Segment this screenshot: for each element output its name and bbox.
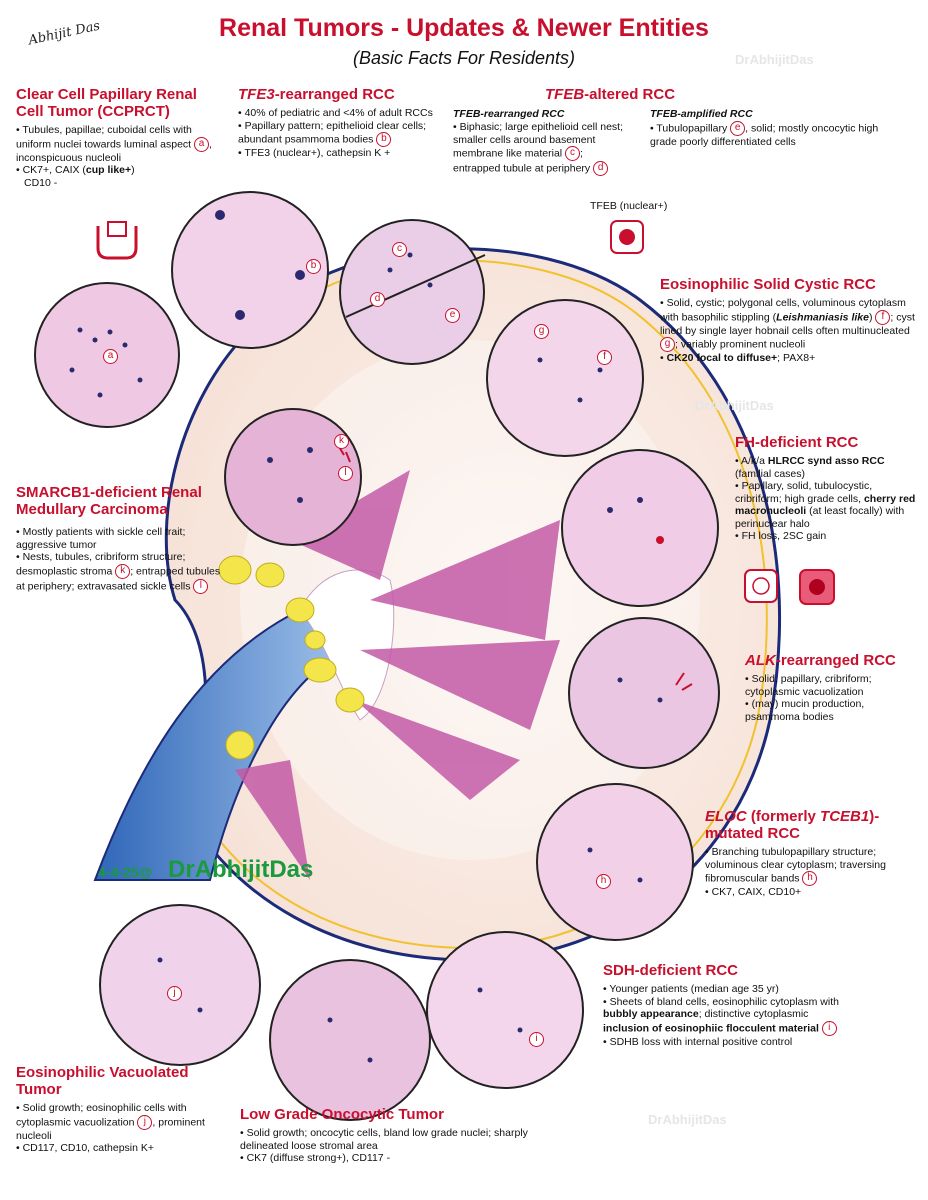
marker-f: f bbox=[597, 350, 612, 365]
lot-bullet: • Solid growth; oncocytic cells, bland l… bbox=[240, 1127, 528, 1152]
tfe3-section: TFE3-rearranged RCC • 40% of pediatric a… bbox=[238, 86, 443, 160]
marker-c: c bbox=[392, 242, 407, 257]
ccprct-title: Clear Cell Papillary Renal Cell Tumor (C… bbox=[16, 86, 197, 120]
fh-title: FH-deficient RCC bbox=[735, 434, 859, 451]
evt-bullet: • CD117, CD10, cathepsin K+ bbox=[16, 1142, 155, 1154]
eloc-title: ELOC (formerly TCEB1)-mutated RCC bbox=[705, 808, 880, 842]
marker-l: l bbox=[338, 466, 353, 481]
marker-h: h bbox=[596, 874, 611, 889]
lot-section: Low Grade Oncocytic Tumor • Solid growth… bbox=[240, 1106, 530, 1165]
marker-b: b bbox=[306, 259, 321, 274]
sdh-section: SDH-deficient RCC • Younger patients (me… bbox=[603, 962, 848, 1048]
tfe3-title: TFE3-rearranged RCC bbox=[238, 86, 395, 103]
eloc-section: ELOC (formerly TCEB1)-mutated RCC • Bran… bbox=[705, 808, 920, 899]
fh-bullet: • A/k/a HLRCC synd asso RCC (familial ca… bbox=[735, 455, 885, 480]
nuclei bbox=[69, 210, 664, 1063]
page-title: Renal Tumors - Updates & Newer Entities bbox=[219, 14, 709, 42]
evt-bullet: • Solid growth; eosinophilic cells with … bbox=[16, 1102, 205, 1142]
tfe3-bullet: • TFE3 (nuclear+), cathepsin K + bbox=[238, 147, 391, 159]
watermark: DrAbhijitDas bbox=[735, 52, 814, 67]
tfeb-rearranged-subtitle: TFEB-rearranged RCC bbox=[453, 108, 565, 120]
watermark: DrAbhijitDas bbox=[648, 1112, 727, 1127]
alk-bullet: • Solid, papillary, cribriform; cytoplas… bbox=[745, 673, 872, 698]
smarcb1-title: SMARCB1-deficient Renal Medullary Carcin… bbox=[16, 484, 202, 518]
ccprct-bullet: CD10 - bbox=[24, 176, 58, 189]
marker-a: a bbox=[103, 349, 118, 364]
marker-e: e bbox=[445, 308, 460, 323]
tfeb-title: TFEB-altered RCC bbox=[545, 86, 676, 103]
lot-bullet: • CK7 (diffuse strong+), CD117 - bbox=[240, 1152, 391, 1164]
marker-j: j bbox=[167, 986, 182, 1001]
fh-section: FH-deficient RCC • A/k/a HLRCC synd asso… bbox=[735, 434, 920, 543]
tfeb-amplified-subtitle: TFEB-amplified RCC bbox=[650, 108, 753, 120]
fh-bullet: • FH loss, 2SC gain bbox=[735, 530, 827, 542]
sdh-bullet: • Sheets of bland cells, eosinophilic cy… bbox=[603, 995, 839, 1036]
tfe3-bullet: • Papillary pattern; epithelioid clear c… bbox=[238, 119, 427, 147]
marker-g: g bbox=[534, 324, 549, 339]
eloc-bullet: • CK7, CAIX, CD10+ bbox=[705, 886, 802, 898]
escrcc-section: Eosinophilic Solid Cystic RCC • Solid, c… bbox=[660, 276, 922, 365]
tfeb-amplified-section: TFEB-amplified RCC • Tubulopapillary e, … bbox=[650, 108, 890, 149]
sdh-title: SDH-deficient RCC bbox=[603, 962, 739, 979]
tfeb-stain-label: TFEB (nuclear+) bbox=[590, 200, 668, 212]
smarcb1-section: SMARCB1-deficient Renal Medullary Carcin… bbox=[16, 484, 226, 594]
renal-pyramids bbox=[235, 470, 560, 880]
marker-i: i bbox=[529, 1032, 544, 1047]
fh-bullet: • Papillary, solid, tubulocystic, cribri… bbox=[735, 480, 916, 530]
smarcb1-bullet: • Mostly patients with sickle cell trait… bbox=[16, 526, 186, 551]
alk-title: ALK-rearranged RCC bbox=[745, 652, 896, 669]
escrcc-bullet: • CK20 focal to diffuse+; PAX8+ bbox=[660, 352, 816, 364]
sdh-bullet: • Younger patients (median age 35 yr) bbox=[603, 983, 779, 995]
marker-d: d bbox=[370, 292, 385, 307]
evt-section: Eosinophilic Vacuolated Tumor • Solid gr… bbox=[16, 1064, 236, 1155]
tfeb-rearranged-bullet: • Biphasic; large epithelioid cell nest;… bbox=[453, 121, 624, 176]
eloc-bullet: • Branching tubulopapillary structure; v… bbox=[705, 846, 886, 886]
ccprct-bullet: • CK7+, CAIX (cup like+) bbox=[16, 164, 135, 176]
kidney-capsule-inner bbox=[191, 259, 768, 950]
alk-bullet: • (may) mucin production, psammoma bodie… bbox=[745, 698, 865, 723]
date-stamp: 4-4-25@ bbox=[98, 864, 153, 880]
marker-k: k bbox=[334, 434, 349, 449]
alk-section: ALK-rearranged RCC • Solid, papillary, c… bbox=[745, 652, 920, 723]
lot-title: Low Grade Oncocytic Tumor bbox=[240, 1106, 444, 1123]
tfeb-amplified-bullet: • Tubulopapillary e, solid; mostly oncoc… bbox=[650, 121, 879, 148]
escrcc-title: Eosinophilic Solid Cystic RCC bbox=[660, 276, 876, 293]
escrcc-bullet: • Solid, cystic; polygonal cells, volumi… bbox=[660, 297, 915, 352]
ccprct-section: Clear Cell Papillary Renal Cell Tumor (C… bbox=[16, 86, 226, 189]
evt-title: Eosinophilic Vacuolated Tumor bbox=[16, 1064, 189, 1098]
stain-icons bbox=[96, 220, 835, 605]
author-handle: DrAbhijitDas bbox=[168, 856, 314, 883]
histology-circles bbox=[34, 191, 720, 1121]
sdh-bullet: • SDHB loss with internal positive contr… bbox=[603, 1035, 793, 1048]
tfeb-rearranged-section: TFEB-rearranged RCC • Biphasic; large ep… bbox=[453, 108, 631, 176]
watermark: DrAbhijitDas bbox=[695, 398, 774, 413]
tfe3-bullet: • 40% of pediatric and <4% of adult RCCs bbox=[238, 107, 433, 119]
page-subtitle: (Basic Facts For Residents) bbox=[352, 48, 576, 68]
smarcb1-bullet: • Nests, tubules, cribriform structure; … bbox=[16, 551, 221, 594]
sinus-fat bbox=[218, 555, 365, 760]
ccprct-bullet: • Tubules, papillae; cuboidal cells with… bbox=[16, 124, 212, 164]
